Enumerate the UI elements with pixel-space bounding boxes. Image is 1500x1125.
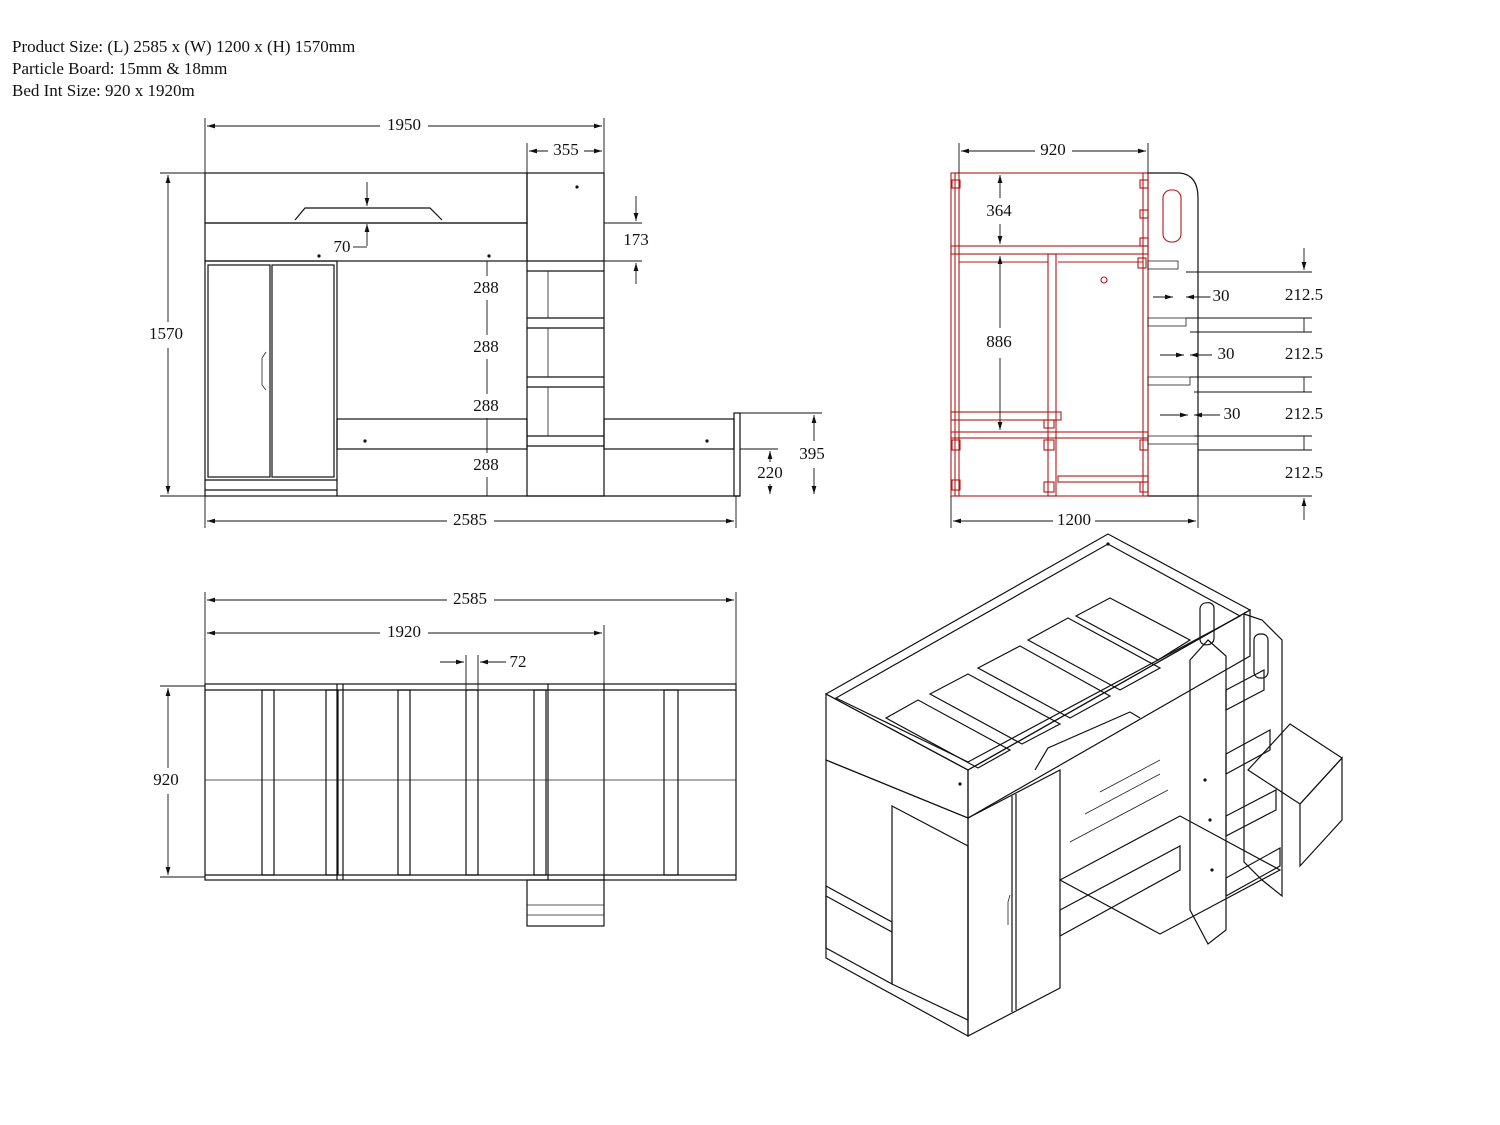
wardrobe-door-right: [271, 264, 335, 478]
pullout-rail: [603, 418, 735, 450]
pullout-end: [733, 412, 741, 497]
dim-220: 220: [757, 463, 783, 482]
label-backing: [1282, 284, 1326, 304]
label-backing: [797, 443, 827, 463]
dim-offset-1: 30: [1213, 286, 1230, 305]
label-backing: [471, 336, 501, 356]
label-backing: [385, 114, 423, 134]
dim-step-2: 288: [473, 337, 499, 356]
dim-offset-2: 30: [1218, 344, 1235, 363]
front-elevation: 1950 355 173 70 1570 288 288 288: [147, 114, 827, 529]
label-backing: [1210, 285, 1232, 305]
dim-rise-3: 212.5: [1285, 404, 1323, 423]
ladder-profile: [1148, 172, 1199, 497]
isometric-view: [824, 533, 1343, 1038]
dim-72: 72: [510, 652, 527, 671]
dim-1920: 1920: [387, 622, 421, 641]
dim-2585-plan: 2585: [453, 589, 487, 608]
dim-1570: 1570: [149, 324, 183, 343]
dim-70: 70: [334, 237, 351, 256]
label-backing: [451, 509, 489, 529]
label-backing: [551, 139, 581, 159]
dim-step-1: 288: [473, 278, 499, 297]
dim-step-4: 288: [473, 455, 499, 474]
dim-rise-2: 212.5: [1285, 344, 1323, 363]
wardrobe-door-left: [207, 264, 271, 478]
iso-ladder-right: [1243, 613, 1283, 898]
label-backing: [755, 462, 785, 482]
dim-rise-4: 212.5: [1285, 463, 1323, 482]
label-backing: [984, 200, 1015, 220]
label-backing: [471, 395, 501, 415]
label-backing: [471, 277, 501, 297]
label-backing: [471, 454, 501, 474]
label-backing: [984, 331, 1014, 351]
label-backing: [1215, 343, 1237, 363]
upper-guard-panel: [204, 172, 528, 224]
top-plan: 2585 1920 72 920: [151, 588, 737, 927]
particle-board-text: Particle Board: 15mm & 18mm: [12, 59, 228, 78]
dim-173: 173: [623, 230, 649, 249]
dim-1950: 1950: [387, 115, 421, 134]
label-backing: [451, 588, 489, 608]
dim-920-side: 920: [1040, 140, 1066, 159]
label-backing: [385, 621, 423, 641]
side-frame: [950, 172, 1149, 497]
bed-int-size-text: Bed Int Size: 920 x 1920m: [12, 81, 195, 100]
dim-395: 395: [799, 444, 825, 463]
wardrobe-body: [204, 260, 338, 497]
side-elevation: 920 364 886 1200 30 30 30 2: [950, 139, 1326, 529]
upper-bed-rail: [204, 222, 528, 262]
dim-offset-3: 30: [1224, 404, 1241, 423]
lower-bed-rail: [336, 418, 528, 450]
ladder-panel: [526, 172, 605, 497]
label-backing: [1221, 403, 1243, 423]
label-backing: [1038, 139, 1068, 159]
label-backing: [331, 236, 353, 256]
ladder-handle-slot: [1162, 189, 1182, 243]
door-handle: [261, 351, 267, 391]
spec-block: Product Size: (L) 2585 x (W) 1200 x (H) …: [12, 36, 355, 102]
dim-355: 355: [553, 140, 579, 159]
dim-1200: 1200: [1057, 510, 1091, 529]
dim-364: 364: [986, 201, 1012, 220]
iso-guard-dip: [1034, 711, 1141, 771]
product-size-text: Product Size: (L) 2585 x (W) 1200 x (H) …: [12, 37, 356, 56]
dim-rise-1: 212.5: [1285, 285, 1323, 304]
label-backing: [1282, 462, 1326, 482]
plan-slats: [261, 689, 679, 876]
label-backing: [621, 229, 651, 249]
dim-920-plan: 920: [153, 770, 179, 789]
plan-outline: [204, 683, 737, 881]
dim-2585-front: 2585: [453, 510, 487, 529]
label-backing: [151, 769, 181, 789]
guard-dip: [294, 207, 443, 221]
label-backing: [1055, 509, 1093, 529]
label-backing: [1282, 403, 1326, 423]
label-backing: [507, 651, 529, 671]
label-backing: [147, 323, 185, 343]
iso-ladder-left: [1189, 639, 1227, 945]
label-backing: [1282, 343, 1326, 363]
dim-886: 886: [986, 332, 1012, 351]
dim-step-3: 288: [473, 396, 499, 415]
plan-ladder: [526, 879, 605, 927]
